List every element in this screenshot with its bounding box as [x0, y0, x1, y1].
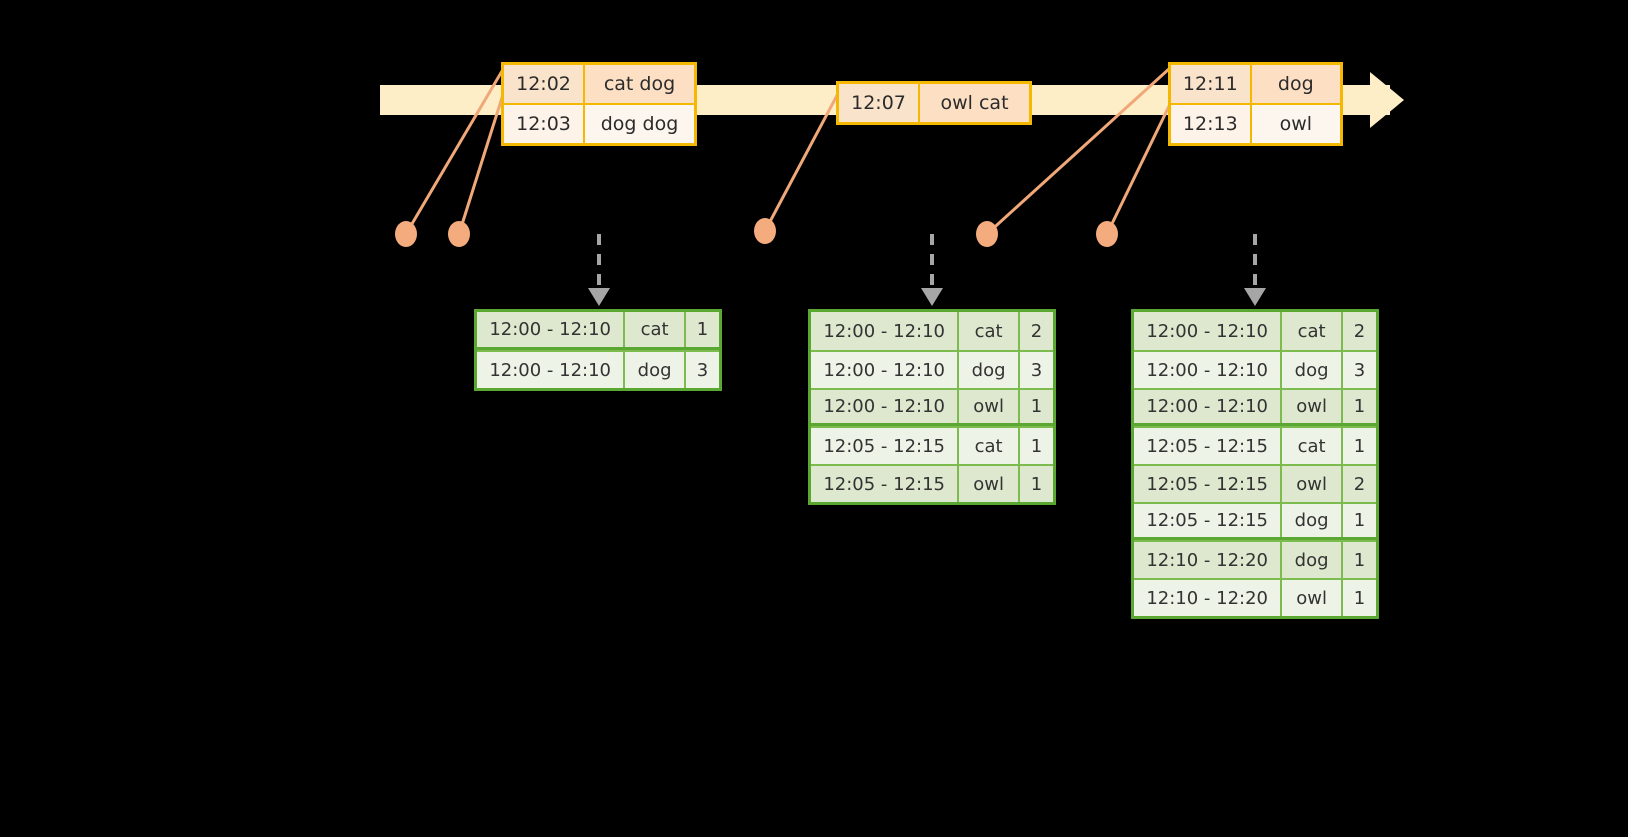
result-window: 12:00 - 12:10 — [811, 390, 960, 423]
event-marker-1203 — [448, 221, 470, 247]
event-box-1202: 12:02 cat dog 12:03 dog dog — [501, 62, 697, 146]
emit-arrow-0-head — [588, 288, 610, 306]
result-count: 1 — [1342, 542, 1376, 578]
event-value: cat dog — [585, 65, 694, 103]
event-marker-1207 — [754, 218, 776, 244]
result-key: dog — [1282, 504, 1343, 537]
result-count: 3 — [1342, 352, 1376, 388]
result-count: 1 — [685, 312, 719, 347]
result-count: 3 — [1019, 352, 1053, 388]
emit-arrow-2-head — [1244, 288, 1266, 306]
result-count: 3 — [685, 352, 719, 388]
event-box-1207: 12:07 owl cat — [836, 81, 1032, 125]
result-key: owl — [1282, 466, 1343, 502]
result-window: 12:00 - 12:10 — [477, 312, 626, 347]
event-value: owl cat — [920, 84, 1029, 122]
result-key: cat — [625, 312, 686, 347]
event-row: 12:11 dog — [1171, 65, 1340, 103]
result-count: 1 — [1342, 504, 1376, 537]
result-window: 12:00 - 12:10 — [811, 352, 960, 388]
event-marker-1211 — [976, 221, 998, 247]
result-window: 12:00 - 12:10 — [1134, 352, 1283, 388]
result-count: 1 — [1342, 428, 1376, 464]
result-key: dog — [625, 352, 686, 388]
event-marker-1202 — [395, 221, 417, 247]
result-key: cat — [959, 312, 1020, 350]
result-key: cat — [959, 428, 1020, 464]
event-value: dog dog — [585, 105, 694, 143]
result-key: cat — [1282, 428, 1343, 464]
result-window: 12:00 - 12:10 — [811, 312, 960, 350]
event-row: 12:13 owl — [1171, 103, 1340, 143]
event-row: 12:07 owl cat — [839, 84, 1029, 122]
result-window: 12:05 - 12:15 — [1134, 428, 1283, 464]
result-window: 12:05 - 12:15 — [811, 428, 960, 464]
result-window: 12:05 - 12:15 — [1134, 466, 1283, 502]
result-key: owl — [1282, 580, 1343, 616]
event-time: 12:03 — [504, 105, 586, 143]
result-count: 1 — [1019, 390, 1053, 423]
result-key: owl — [959, 390, 1020, 423]
result-count: 2 — [1342, 312, 1376, 350]
result-window: 12:10 - 12:20 — [1134, 542, 1283, 578]
result-key: dog — [1282, 542, 1343, 578]
result-window: 12:10 - 12:20 — [1134, 580, 1283, 616]
result-count: 1 — [1342, 390, 1376, 423]
connector-1213 — [1105, 99, 1174, 235]
result-window: 12:05 - 12:15 — [811, 466, 960, 502]
result-key: dog — [1282, 352, 1343, 388]
result-key: owl — [1282, 390, 1343, 423]
result-window: 12:00 - 12:10 — [1134, 390, 1283, 423]
result-window: 12:05 - 12:15 — [1134, 504, 1283, 537]
event-row: 12:03 dog dog — [504, 103, 694, 143]
event-value: owl — [1251, 105, 1340, 143]
event-time: 12:02 — [504, 65, 586, 103]
result-count: 2 — [1342, 466, 1376, 502]
event-value: dog — [1251, 65, 1340, 103]
event-box-1211: 12:11 dog 12:13 owl — [1168, 62, 1343, 146]
result-key: dog — [959, 352, 1020, 388]
event-time: 12:13 — [1171, 105, 1252, 143]
result-count: 1 — [1019, 466, 1053, 502]
emit-arrow-1-head — [921, 288, 943, 306]
result-key: cat — [1282, 312, 1343, 350]
result-window: 12:00 - 12:10 — [1134, 312, 1283, 350]
event-time: 12:11 — [1171, 65, 1252, 103]
event-row: 12:02 cat dog — [504, 65, 694, 103]
result-count: 1 — [1342, 580, 1376, 616]
result-key: owl — [959, 466, 1020, 502]
result-count: 1 — [1019, 428, 1053, 464]
result-window: 12:00 - 12:10 — [477, 352, 626, 388]
event-time: 12:07 — [839, 84, 921, 122]
event-marker-1213 — [1096, 221, 1118, 247]
result-count: 2 — [1019, 312, 1053, 350]
